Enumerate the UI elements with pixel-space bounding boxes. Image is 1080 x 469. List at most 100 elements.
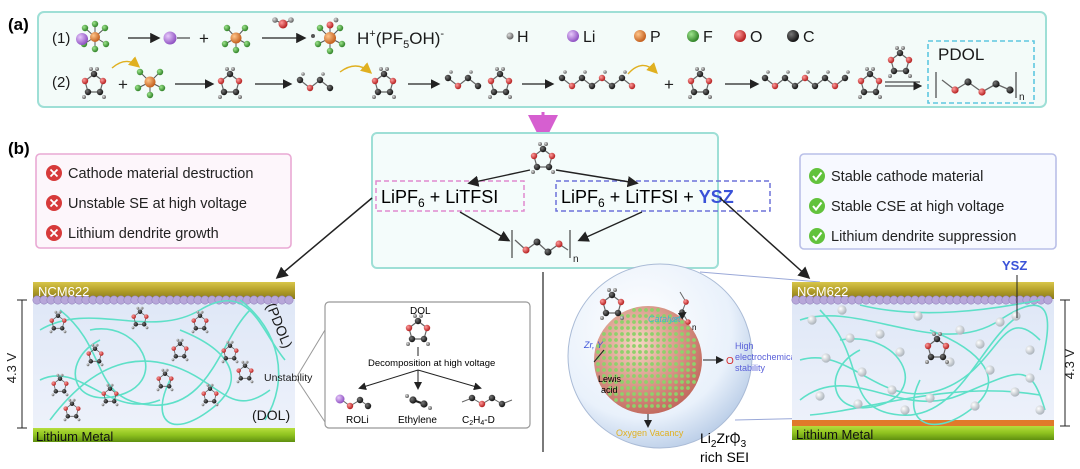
lipf6-molecule	[76, 20, 110, 53]
reaction-2-label: (2)	[52, 74, 70, 91]
negative-item: Unstable SE at high voltage	[46, 195, 247, 212]
negative-item: Cathode material destruction	[46, 165, 253, 182]
positive-item: Stable CSE at high voltage	[809, 198, 1004, 215]
legend-item-c: C	[787, 29, 815, 46]
positive-item: Lithium dendrite suppression	[809, 228, 1016, 245]
catalyst-label: Catalyst	[648, 314, 681, 324]
left-cell: NCM622 Lithium Metal (PDOL) (DOL) Unstab…	[32, 282, 313, 444]
arrow-to-right-cell	[719, 197, 811, 280]
svg-text:+: +	[664, 75, 674, 94]
right-cathode-bar	[792, 282, 1054, 299]
sei-label-1: Li2ZrO3	[700, 430, 747, 450]
check-mark-icon	[809, 198, 825, 214]
svg-text:Stable cathode material: Stable cathode material	[831, 169, 983, 185]
legend-item-o: O	[734, 29, 762, 46]
right-dol	[924, 332, 950, 364]
negatives-box	[35, 153, 292, 249]
panel-b-label: (b)	[8, 139, 30, 158]
panel-a-frame	[37, 11, 1047, 108]
bubble-dol	[599, 288, 625, 320]
svg-text:Unstable SE at high voltage: Unstable SE at high voltage	[68, 196, 247, 212]
left-dol-label: (DOL)	[252, 407, 290, 423]
center-frame	[371, 132, 719, 269]
c2h4d-label: C2H4-D	[462, 415, 495, 427]
li-ion-atom	[163, 31, 177, 45]
c2h4d-molecule	[461, 394, 513, 408]
water-molecule	[272, 17, 294, 29]
pf5-molecule	[221, 24, 251, 54]
electrolyte-left-box	[375, 180, 525, 212]
right-anode-bar	[792, 426, 1054, 440]
decomp-dol-label: DOL	[410, 306, 431, 317]
svg-text:C: C	[803, 29, 815, 46]
zr-y-label: Zr, Y	[583, 340, 604, 350]
electrolyte-right-box	[555, 180, 771, 212]
svg-text:Cathode material destruction: Cathode material destruction	[68, 166, 253, 182]
decomposition-box	[324, 301, 531, 429]
plus-sign: +	[199, 29, 209, 48]
ethylene-label: Ethylene	[398, 415, 437, 426]
roli-label: ROLi	[346, 415, 369, 426]
svg-text:Li: Li	[583, 29, 595, 46]
svg-text:Stable CSE at high voltage: Stable CSE at high voltage	[831, 199, 1004, 215]
legend-item-f: F	[687, 29, 713, 46]
acid-formula: H+(PF5OH)-	[357, 28, 444, 51]
svg-text:P: P	[650, 29, 661, 46]
reaction-1-label: (1)	[52, 30, 70, 47]
right-cell: NCM622 Lithium Metal	[791, 282, 1054, 442]
stability-label-1: High	[735, 341, 754, 351]
right-ysz-label: YSZ	[1002, 258, 1027, 273]
legend-item-p: P	[634, 29, 661, 46]
dol-monomer-center	[530, 142, 556, 174]
pdol-n: n	[1019, 92, 1025, 103]
svg-text:H: H	[517, 29, 529, 46]
pdol-box	[927, 40, 1035, 104]
polymer-chain-center: n	[511, 230, 579, 265]
left-voltage: 4.3 V	[4, 352, 19, 383]
negative-item: Lithium dendrite growth	[46, 225, 219, 242]
lewis-label-1: Lewis	[598, 374, 622, 384]
x-mark-icon	[46, 195, 62, 211]
x-mark-icon	[46, 225, 62, 241]
svg-text:+: +	[118, 75, 128, 94]
svg-text:n: n	[573, 254, 579, 265]
svg-text:n: n	[692, 323, 696, 332]
pdol-chain	[941, 78, 1014, 96]
stability-label-2: electrochemical	[735, 352, 798, 362]
legend-item-li: Li	[567, 29, 595, 46]
arrow-to-left-cell	[275, 197, 373, 279]
right-cathode-label: NCM622	[797, 284, 848, 299]
sei-label-2: rich SEI	[700, 449, 749, 465]
unstability-label: Unstability	[264, 372, 313, 384]
svg-text:O: O	[750, 29, 762, 46]
right-sei-layer	[792, 420, 1054, 426]
left-anode-label: Lithium Metal	[36, 429, 113, 444]
right-anode-label: Lithium Metal	[796, 427, 873, 442]
x-mark-icon	[46, 165, 62, 181]
ethylene-molecule	[405, 394, 432, 410]
electrolyte-right: LiPF6 + LiTFSI + YSZ	[561, 187, 734, 210]
positives-box	[799, 153, 1057, 250]
check-mark-icon	[809, 168, 825, 184]
svg-text:F: F	[703, 29, 713, 46]
left-cathode-label: NCM622	[38, 284, 89, 299]
decomp-note: Decomposition at high voltage	[368, 358, 495, 369]
left-anode-bar	[33, 428, 295, 442]
right-voltage: 4.3 V	[1062, 348, 1077, 379]
positive-item: Stable cathode material	[809, 168, 983, 185]
stability-label-3: stability	[735, 363, 766, 373]
o-label: O	[726, 356, 734, 367]
svg-text:Lithium dendrite growth: Lithium dendrite growth	[68, 226, 219, 242]
lewis-label-2: acid	[601, 385, 618, 395]
svg-text:Lithium dendrite suppression: Lithium dendrite suppression	[831, 229, 1016, 245]
ysz-lattice	[596, 308, 696, 408]
oxygen-vacancy-label: Oxygen Vacancy	[616, 428, 684, 438]
electrolyte-left: LiPF6 + LiTFSI	[381, 187, 498, 210]
legend-item-h: H	[506, 29, 529, 46]
check-mark-icon	[809, 228, 825, 244]
reaction-2-scheme: ++	[81, 46, 923, 99]
pdol-label: PDOL	[938, 45, 984, 64]
